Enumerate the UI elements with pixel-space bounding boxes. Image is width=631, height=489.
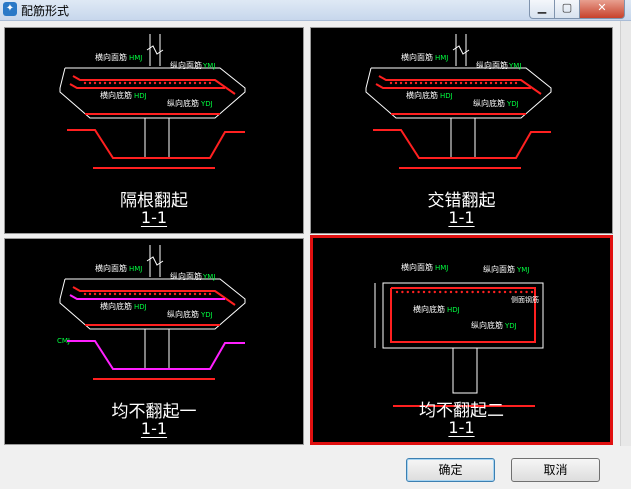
top-transverse-label: 横向面筋: [401, 52, 433, 62]
vertical-scrollbar[interactable]: [620, 21, 631, 446]
bottom-transverse-code: HDJ: [134, 92, 147, 100]
top-longitudinal-label: 纵向面筋: [170, 271, 202, 281]
pattern-caption: 均不翻起一: [111, 402, 197, 422]
maximize-button[interactable]: ▢: [554, 0, 580, 19]
bottom-transverse-label: 横向底筋: [406, 90, 438, 100]
top-longitudinal-code: YMJ: [202, 62, 215, 70]
pattern-caption: 隔根翻起: [120, 191, 188, 211]
bottom-longitudinal-code: YDJ: [200, 100, 213, 108]
top-transverse-label: 横向面筋: [95, 52, 127, 62]
bottom-longitudinal-label: 纵向底筋: [473, 98, 505, 108]
section-label: 1-1: [448, 208, 475, 227]
bottom-transverse-label: 横向底筋: [100, 301, 132, 311]
bottom-transverse-label: 横向底筋: [100, 90, 132, 100]
top-transverse-code: HMJ: [435, 264, 448, 272]
bottom-longitudinal-label: 纵向底筋: [471, 320, 503, 330]
cancel-button[interactable]: 取消: [511, 458, 600, 482]
bottom-transverse-label: 横向底筋: [413, 304, 445, 314]
section-label: 1-1: [448, 418, 475, 437]
side-rebar-code: CMJ: [57, 337, 70, 345]
top-transverse-label: 横向面筋: [401, 262, 433, 272]
top-longitudinal-code: YMJ: [202, 273, 215, 281]
bottom-longitudinal-code: YDJ: [504, 322, 517, 330]
bottom-transverse-code: HDJ: [440, 92, 453, 100]
section-label: 1-1: [140, 208, 168, 227]
top-transverse-code: HMJ: [129, 265, 142, 273]
top-transverse-code: HMJ: [129, 54, 142, 62]
minimize-button[interactable]: ▁: [529, 0, 555, 19]
ok-button[interactable]: 确定: [406, 458, 495, 482]
bottom-longitudinal-code: YDJ: [200, 311, 213, 319]
bottom-longitudinal-label: 纵向底筋: [167, 309, 199, 319]
close-button[interactable]: ✕: [579, 0, 625, 19]
bottom-longitudinal-code: YDJ: [506, 100, 519, 108]
top-longitudinal-code: YMJ: [516, 266, 529, 274]
side-rebar-label: 侧面钢筋: [511, 295, 539, 304]
bottom-transverse-code: HDJ: [134, 303, 147, 311]
top-longitudinal-code: YMJ: [508, 62, 521, 70]
section-label: 1-1: [140, 419, 168, 438]
app-icon: ✦: [3, 2, 17, 16]
top-longitudinal-label: 纵向面筋: [170, 60, 202, 70]
bottom-longitudinal-label: 纵向底筋: [167, 98, 199, 108]
title-bar: ✦ 配筋形式 ▁ ▢ ✕: [0, 0, 631, 21]
top-transverse-code: HMJ: [435, 54, 448, 62]
pattern-caption: 交错翻起: [427, 191, 496, 211]
top-transverse-label: 横向面筋: [95, 263, 127, 273]
top-longitudinal-label: 纵向面筋: [483, 264, 515, 274]
top-longitudinal-label: 纵向面筋: [476, 60, 508, 70]
window-title: 配筋形式: [21, 4, 70, 18]
pattern-caption: 均不翻起二: [419, 401, 504, 421]
bottom-transverse-code: HDJ: [447, 306, 460, 314]
